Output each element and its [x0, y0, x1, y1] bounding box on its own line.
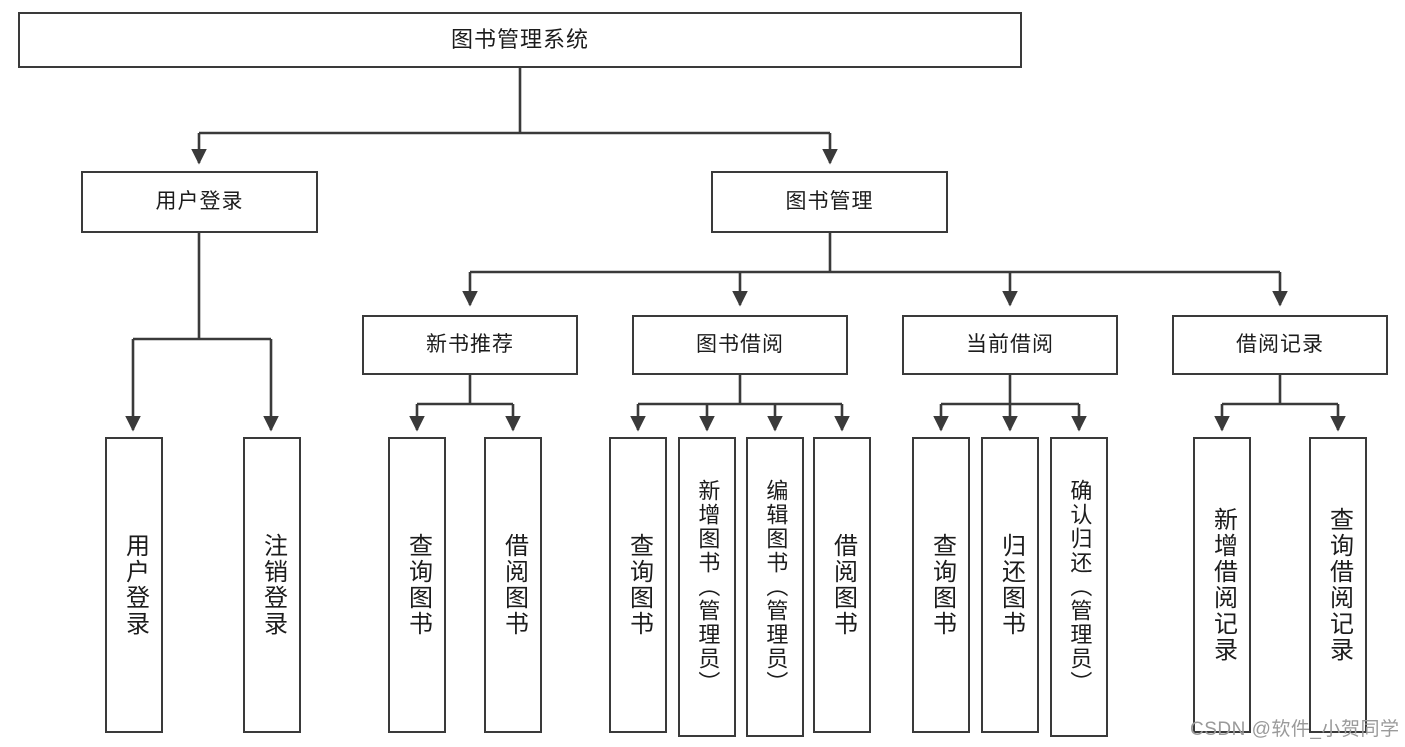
node-label: 注销登录	[259, 533, 287, 637]
csdn-watermark: CSDN @软件_小贺同学	[1190, 719, 1400, 740]
node-label: 查询图书	[928, 533, 956, 637]
node-label: 借阅记录	[1236, 333, 1324, 357]
node-label: 新增借阅记录	[1209, 507, 1237, 663]
node-label: 图书管理系统	[450, 26, 589, 52]
node-borrowing-records[interactable]: 借阅记录	[1172, 315, 1388, 375]
node-user-login[interactable]: 用户登录	[81, 171, 318, 233]
node-label: 查询借阅记录	[1325, 507, 1353, 663]
node-label: 借阅图书	[829, 533, 857, 637]
node-book-management[interactable]: 图书管理	[711, 171, 948, 233]
node-label: 查询图书	[625, 533, 653, 637]
leaf-user-login-sign-in[interactable]: 用户登录	[105, 437, 163, 733]
node-new-book-recommendation[interactable]: 新书推荐	[362, 315, 578, 375]
leaf-new-book-query-books[interactable]: 查询图书	[388, 437, 446, 733]
node-book-borrowing[interactable]: 图书借阅	[632, 315, 848, 375]
leaf-book-borrow-borrow-books[interactable]: 借阅图书	[813, 437, 871, 733]
leaf-book-borrow-query-books[interactable]: 查询图书	[609, 437, 667, 733]
node-label: 新书推荐	[426, 333, 514, 357]
leaf-book-borrow-edit-book-admin[interactable]: 编辑图书（管理员）	[746, 437, 804, 737]
leaf-book-borrow-add-book-admin[interactable]: 新增图书（管理员）	[678, 437, 736, 737]
node-label: 新增图书（管理员）	[695, 479, 721, 695]
node-label: 归还图书	[997, 533, 1025, 637]
node-label: 用户登录	[121, 533, 149, 637]
leaf-current-borrow-confirm-return-admin[interactable]: 确认归还（管理员）	[1050, 437, 1108, 737]
leaf-records-query-borrow-record[interactable]: 查询借阅记录	[1309, 437, 1367, 733]
node-root-book-management-system[interactable]: 图书管理系统	[18, 12, 1022, 68]
leaf-current-borrow-query-books[interactable]: 查询图书	[912, 437, 970, 733]
node-label: 图书管理	[785, 190, 874, 214]
leaf-current-borrow-return-books[interactable]: 归还图书	[981, 437, 1039, 733]
node-label: 编辑图书（管理员）	[763, 479, 789, 695]
leaf-records-add-borrow-record[interactable]: 新增借阅记录	[1193, 437, 1251, 733]
node-label: 用户登录	[155, 190, 244, 214]
node-current-borrowing[interactable]: 当前借阅	[902, 315, 1118, 375]
leaf-new-book-borrow-books[interactable]: 借阅图书	[484, 437, 542, 733]
node-label: 查询图书	[404, 533, 432, 637]
node-label: 当前借阅	[966, 333, 1054, 357]
node-label: 图书借阅	[696, 333, 784, 357]
leaf-user-login-sign-out[interactable]: 注销登录	[243, 437, 301, 733]
node-label: 借阅图书	[500, 533, 528, 637]
node-label: 确认归还（管理员）	[1067, 479, 1093, 695]
